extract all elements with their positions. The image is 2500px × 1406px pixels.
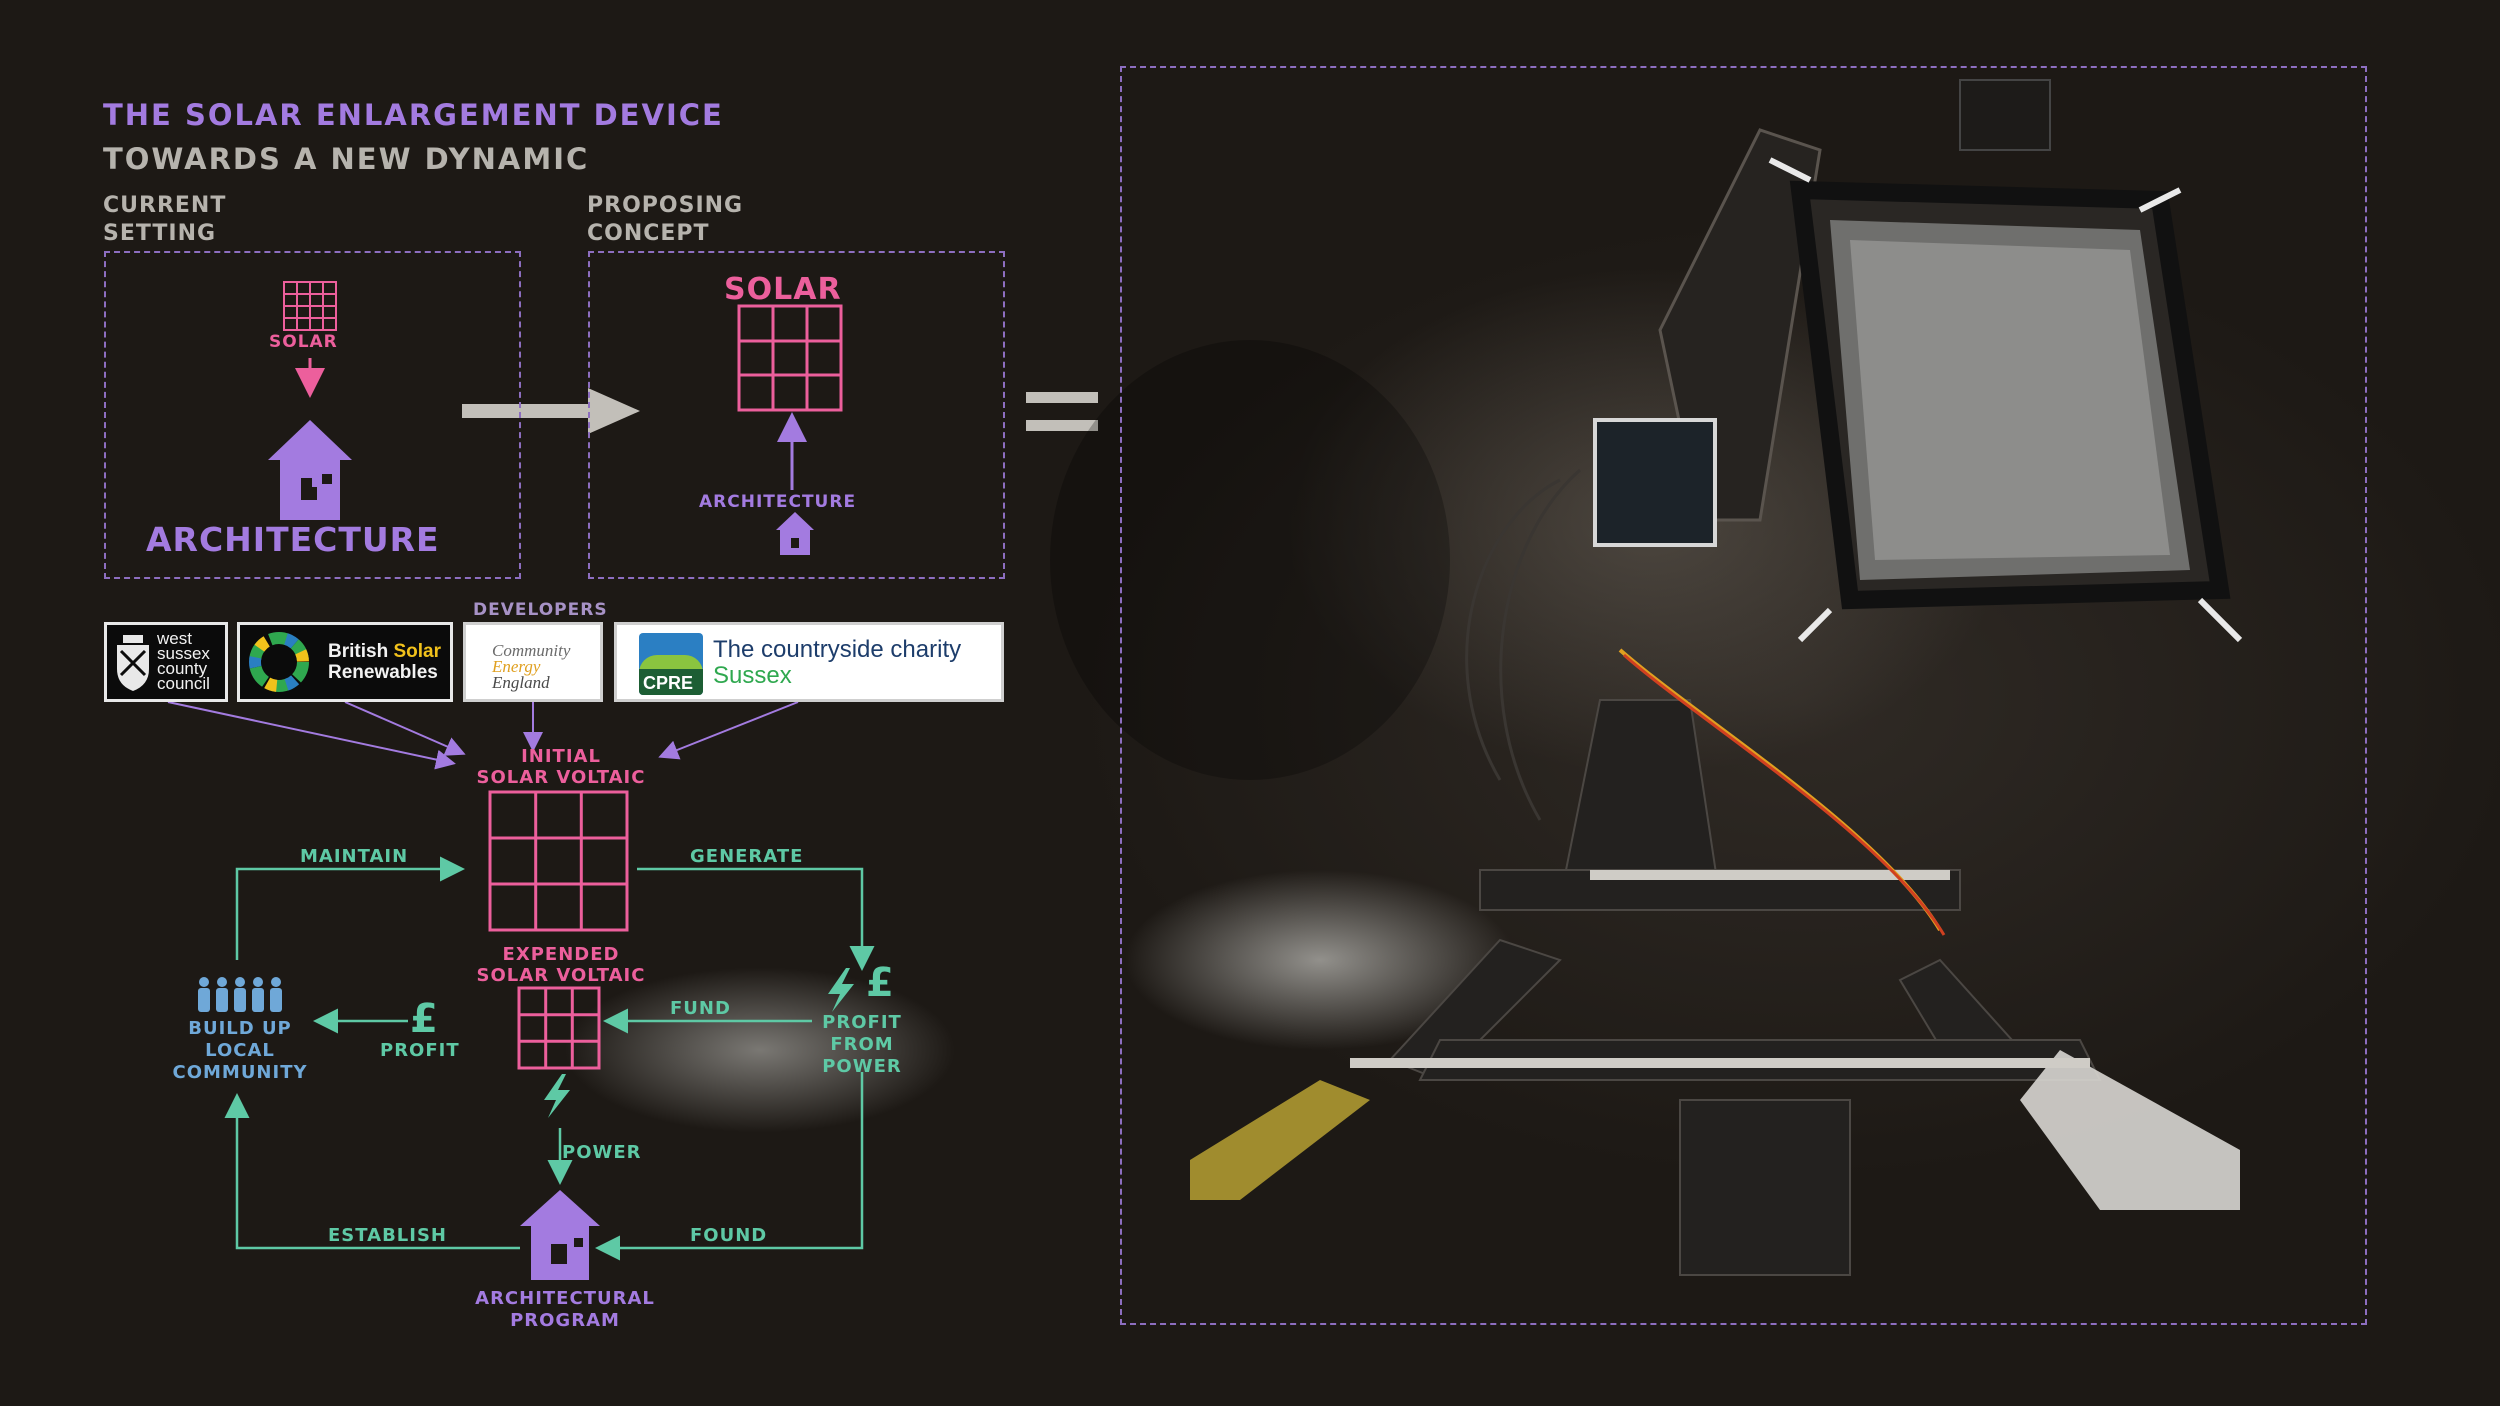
- program-house-icon: [520, 1190, 600, 1280]
- proposing-concept-heading: PROPOSING CONCEPT: [587, 192, 743, 248]
- transition-arrow-icon: [462, 388, 640, 434]
- council-line: council: [157, 674, 210, 693]
- bsr-text: British: [328, 641, 394, 662]
- community-line1: BUILD UP: [188, 1018, 292, 1039]
- page-title: THE SOLAR ENLARGEMENT DEVICE: [103, 98, 724, 132]
- pound-icon: £: [410, 996, 438, 1042]
- proposing-heading-line1: PROPOSING: [587, 193, 744, 218]
- found-connector: [595, 1072, 864, 1261]
- council-line: county: [157, 659, 208, 678]
- proposing-concept-box: [588, 251, 1005, 579]
- developers-label: DEVELOPERS: [473, 600, 608, 620]
- profit-from-line1: PROFIT: [822, 1012, 902, 1033]
- maintain-label: MAINTAIN: [300, 846, 409, 867]
- initial-line1: INITIAL: [521, 746, 601, 767]
- maintain-connector: [235, 856, 465, 960]
- profit-from-line2: FROM: [830, 1034, 894, 1055]
- council-line: west: [157, 629, 192, 648]
- program-line1: ARCHITECTURAL: [475, 1288, 655, 1309]
- expended-line2: SOLAR VOLTAIC: [476, 965, 646, 986]
- build-community-label: BUILD UP LOCAL COMMUNITY: [150, 1018, 330, 1084]
- cpre-badge: CPRE: [639, 633, 703, 695]
- british-solar-renewables-logo: British Solar Renewables: [237, 622, 453, 702]
- proposing-architecture-label: ARCHITECTURE: [699, 492, 857, 512]
- cpre-text: The countryside charity: [713, 636, 962, 663]
- community-line3: COMMUNITY: [172, 1062, 308, 1083]
- program-line2: PROGRAM: [510, 1310, 620, 1331]
- proposing-heading-line2: CONCEPT: [587, 221, 710, 246]
- council-crest-icon: [117, 635, 149, 691]
- device-photo: [1050, 79, 2243, 1276]
- bsr-text: Renewables: [328, 662, 438, 683]
- cpre-sussex-logo: CPRE The countryside charity Sussex: [614, 622, 1004, 702]
- establish-label: ESTABLISH: [328, 1225, 447, 1246]
- generate-label: GENERATE: [690, 846, 804, 867]
- initial-solar-voltaic-label: INITIAL SOLAR VOLTAIC: [463, 746, 659, 788]
- profit-from-line3: POWER: [822, 1056, 902, 1077]
- profit-label: PROFIT: [380, 1040, 460, 1061]
- current-architecture-label: ARCHITECTURE: [146, 520, 440, 559]
- pound-icon: £: [866, 960, 894, 1006]
- bsr-ring-icon: [249, 632, 309, 692]
- cee-text-energy: Energy: [492, 657, 541, 676]
- proposing-solar-grid-icon: [737, 304, 843, 412]
- generate-connector: [637, 867, 875, 971]
- page-subtitle: TOWARDS A NEW DYNAMIC: [103, 142, 590, 176]
- council-line: sussex: [157, 644, 210, 663]
- community-line2: LOCAL: [205, 1040, 275, 1061]
- current-heading-line2: SETTING: [103, 221, 217, 246]
- found-label: FOUND: [690, 1225, 768, 1246]
- profit-from-power-label: PROFIT FROM POWER: [812, 1012, 912, 1078]
- equals-icon: [1026, 392, 1098, 431]
- expended-solar-voltaic-label: EXPENDED SOLAR VOLTAIC: [453, 944, 669, 986]
- device-photo-frame: [1120, 66, 2367, 1325]
- proposing-house-icon: [776, 512, 814, 555]
- fund-label: FUND: [670, 998, 731, 1019]
- initial-line2: SOLAR VOLTAIC: [476, 767, 646, 788]
- current-setting-heading: CURRENT SETTING: [103, 192, 226, 248]
- current-solar-grid-icon: [283, 281, 337, 331]
- initial-solar-grid-icon: [488, 790, 629, 932]
- community-energy-england-logo: Community Energy England: [463, 622, 603, 702]
- west-sussex-council-logo: west sussex county council: [104, 622, 228, 702]
- developer-connectors: [167, 701, 799, 770]
- proposing-solar-label: SOLAR: [724, 272, 842, 307]
- cee-text: England: [492, 673, 550, 692]
- cpre-badge-text: CPRE: [643, 673, 694, 693]
- bsr-text-solar: Solar: [393, 641, 441, 662]
- establish-connector: [224, 1093, 520, 1250]
- expended-line1: EXPENDED: [502, 944, 620, 965]
- current-house-icon: [268, 420, 352, 520]
- power-label: POWER: [562, 1142, 642, 1163]
- current-setting-box: [104, 251, 521, 579]
- expended-solar-grid-icon: [517, 986, 601, 1070]
- cpre-text-sussex: Sussex: [713, 662, 792, 689]
- lightning-icon: [544, 1074, 570, 1118]
- community-people-icon: [198, 977, 282, 1012]
- current-solar-label: SOLAR: [269, 332, 338, 352]
- current-heading-line1: CURRENT: [103, 193, 227, 218]
- architectural-program-label: ARCHITECTURAL PROGRAM: [440, 1288, 690, 1332]
- lightning-icon: [828, 968, 854, 1012]
- cee-text: Community: [492, 641, 571, 660]
